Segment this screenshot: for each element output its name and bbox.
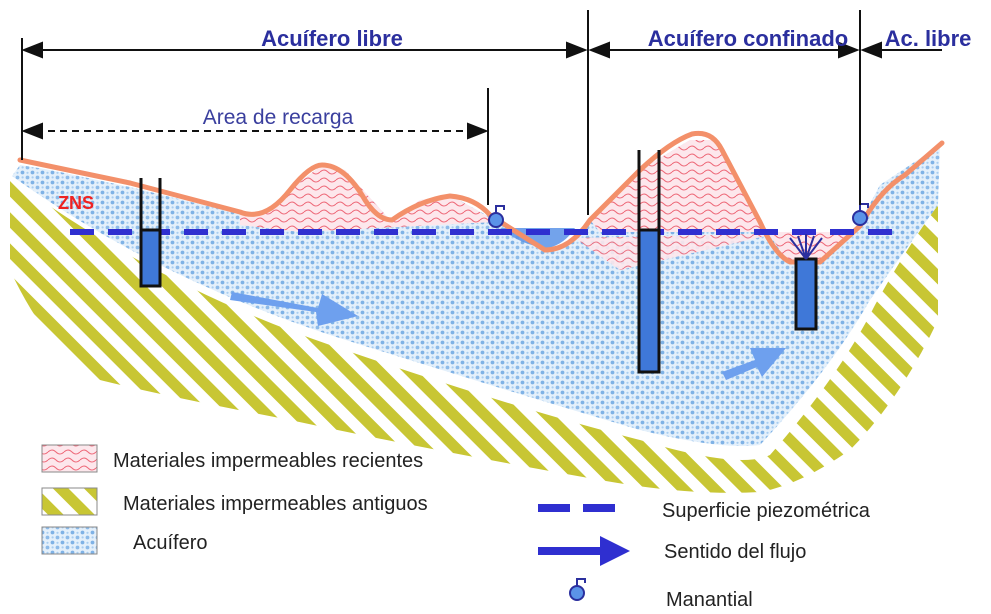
- spring-icon: [488, 205, 505, 228]
- spring-icon: [852, 203, 869, 226]
- legend-label-recent: Materiales impermeables recientes: [113, 450, 423, 472]
- well-artesian: [789, 234, 823, 331]
- label-zns: ZNS: [58, 193, 94, 213]
- recent-materials-left: [240, 165, 495, 232]
- legend-label-aquifer: Acuífero: [133, 532, 207, 554]
- label-acuifero-libre: Acuífero libre: [261, 26, 403, 51]
- legend-swatch-recent: [41, 444, 98, 473]
- label-acuifero-confinado: Acuífero confinado: [648, 26, 848, 51]
- flow-arrow-icon: [230, 292, 358, 326]
- legend-swatch-old: [41, 487, 98, 516]
- well-left: [139, 178, 162, 288]
- dimension-lines: [21, 10, 942, 215]
- flow-arrow-icon: [722, 348, 786, 380]
- legend-label-flow: Sentido del flujo: [664, 541, 806, 563]
- legend-swatch-aquifer: [41, 526, 98, 555]
- label-area-recarga: Area de recarga: [203, 106, 354, 129]
- legend-label-spring: Manantial: [666, 589, 753, 611]
- legend-piezometric-swatch: [538, 504, 615, 512]
- old-materials-layer: [10, 178, 938, 493]
- legend-label-piezometric: Superficie piezométrica: [662, 500, 871, 522]
- arrow-right-icon: [538, 536, 630, 566]
- legend-label-old: Materiales impermeables antiguos: [123, 493, 428, 515]
- well-confined: [637, 150, 661, 374]
- ground-surface: [17, 130, 945, 265]
- spring-icon: [569, 578, 586, 601]
- label-ac-libre: Ac. libre: [885, 26, 972, 51]
